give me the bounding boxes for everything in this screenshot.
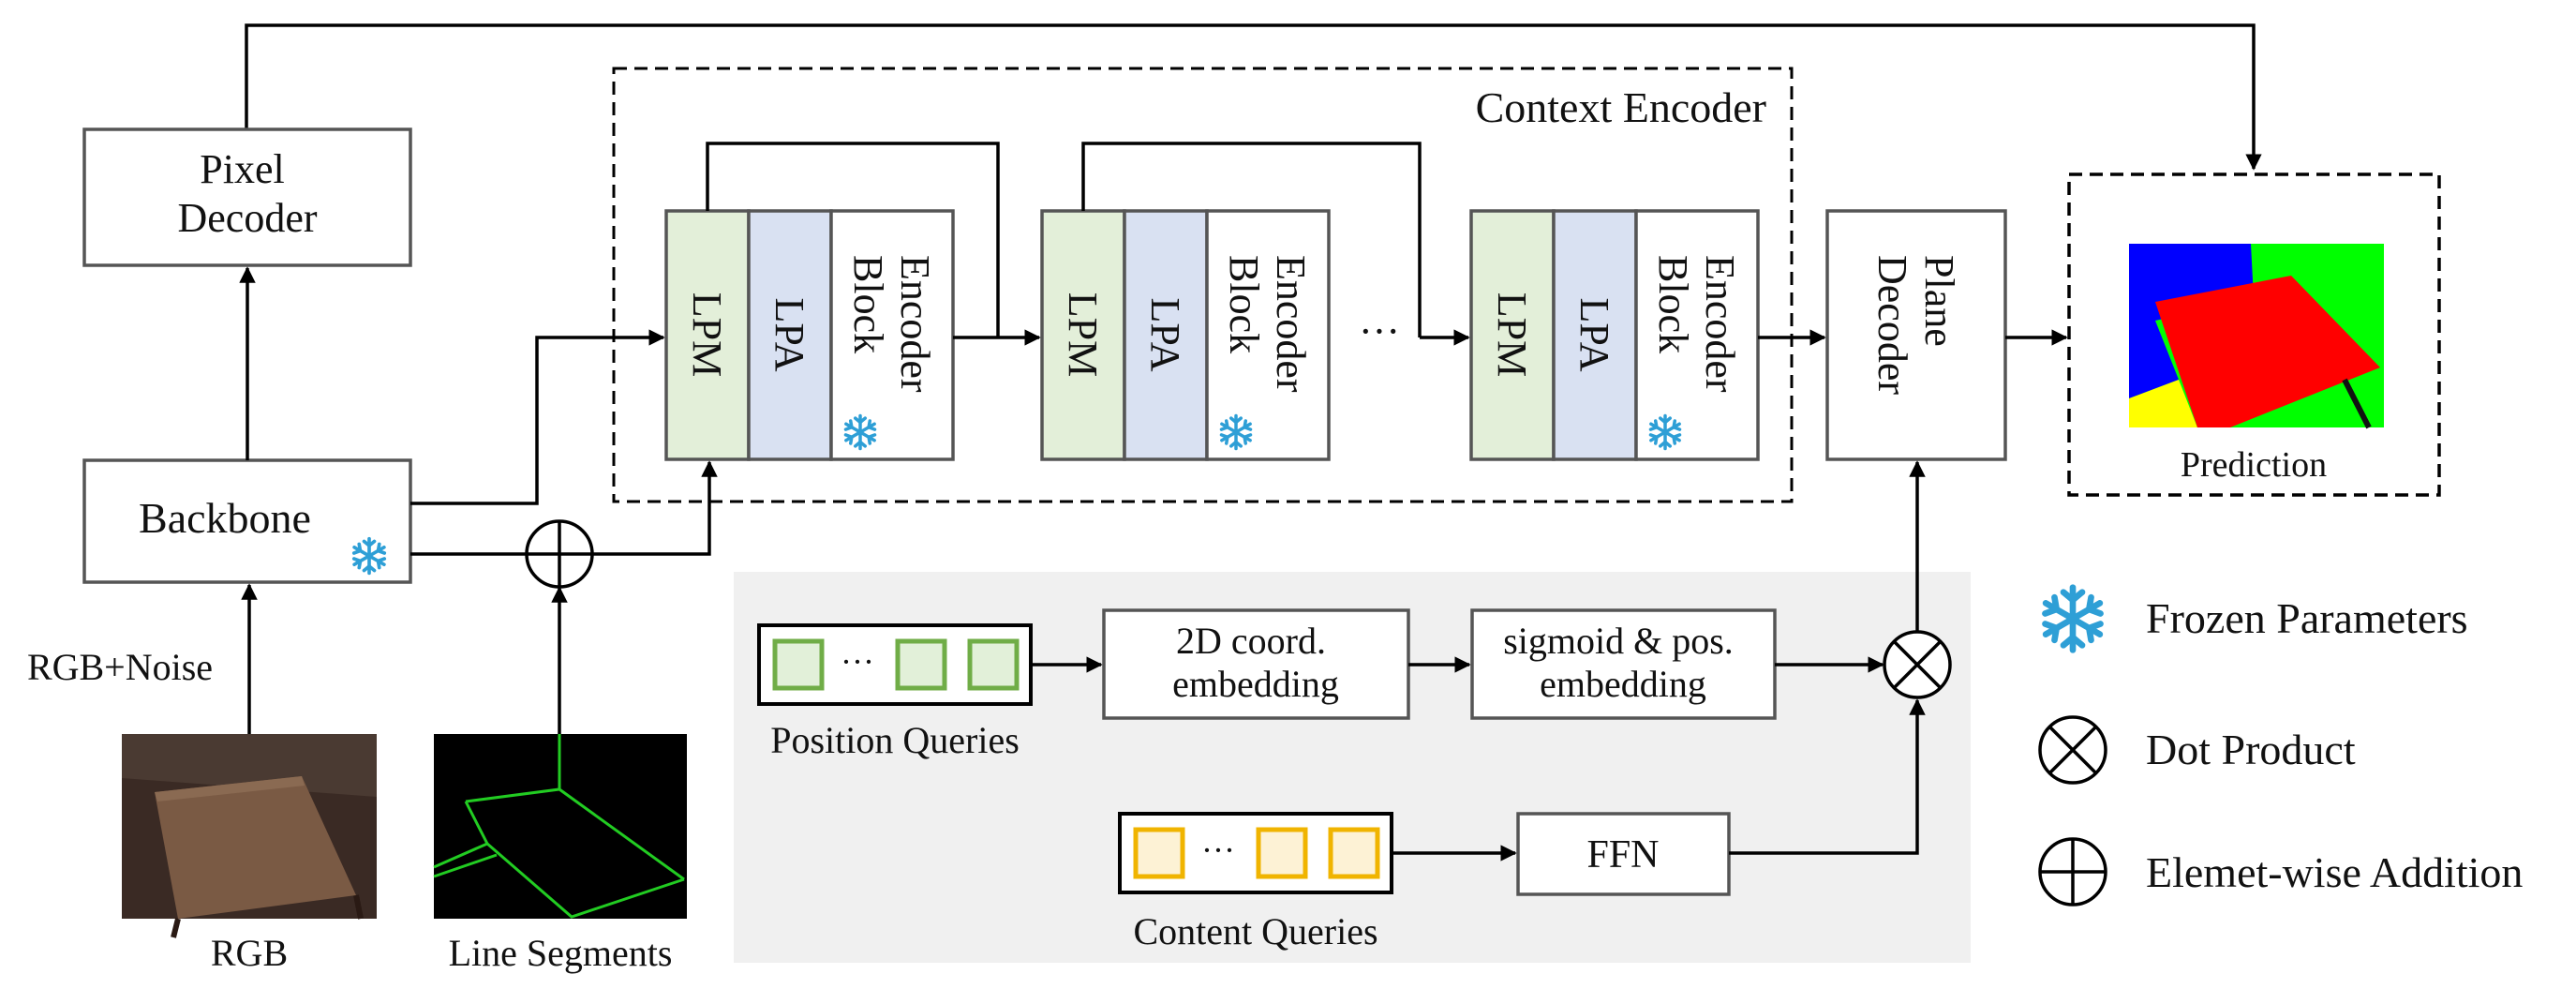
legend: Frozen Parameters Dot Product Elemet-wis… [2038, 588, 2523, 907]
position-query-token-1 [772, 638, 825, 691]
rgb-noise-label: RGB+Noise [27, 646, 213, 688]
plane-decoder-line1: Plane [1916, 255, 1962, 347]
backbone-label: Backbone [139, 494, 311, 542]
lpm-label-1: LPM [684, 292, 730, 377]
snowflake-icon [2041, 588, 2105, 651]
position-queries-label: Position Queries [770, 719, 1020, 761]
ffn-box [1516, 812, 1731, 896]
content-query-token-3 [1328, 827, 1380, 879]
encoder-block-3-line1: Encoder [1697, 255, 1743, 393]
pixel-decoder-label: Pixel Decoder [177, 146, 317, 241]
lpm-label-2: LPM [1060, 292, 1106, 377]
ffn-label: FFN [1586, 833, 1659, 877]
lpm-label-3: LPM [1489, 292, 1535, 377]
lpa-label-3: LPA [1571, 297, 1617, 371]
content-query-token-2 [1256, 827, 1308, 879]
coord-embedding-label: 2D coord. embedding [1172, 620, 1339, 705]
rgb-label: RGB [211, 932, 288, 974]
encoder-block-label-1: Encoder Block [845, 255, 938, 403]
content-queries-label: Content Queries [1133, 910, 1377, 952]
skip-connection-1 [706, 142, 1000, 337]
legend-addition-label: Elemet-wise Addition [2146, 848, 2523, 896]
encoder-dots: ··· [1359, 308, 1400, 354]
prediction-image [2129, 244, 2384, 429]
encoder-group-3: LPM LPA Encoder Block [1469, 209, 1760, 461]
pixel-decoder-box [82, 127, 412, 267]
legend-dot-product-label: Dot Product [2146, 726, 2356, 773]
position-query-token-3 [967, 638, 1020, 691]
coord-embedding-line2: embedding [1172, 663, 1339, 705]
lpa-label-2: LPA [1142, 297, 1188, 371]
encoder-block-2-line1: Encoder [1268, 255, 1314, 393]
encoder-block-1-line1: Encoder [892, 255, 938, 393]
plane-decoder-line2: Decoder [1869, 255, 1915, 395]
addition-op-icon [525, 519, 594, 589]
content-queries: ··· [1118, 812, 1393, 894]
rgb-image [122, 734, 377, 938]
coord-embedding-line1: 2D coord. [1176, 620, 1326, 662]
lpa-box-3 [1552, 209, 1638, 461]
encoder-group-1: LPM LPA Encoder Block [664, 209, 955, 461]
circled-times-icon [2038, 715, 2107, 785]
lpa-box-1 [747, 209, 833, 461]
encoder-block-box-2 [1205, 209, 1331, 461]
position-queries: ··· [757, 623, 1033, 706]
sigmoid-embedding-line1: sigmoid & pos. [1503, 620, 1734, 662]
pixel-decoder-line1: Pixel [200, 146, 284, 192]
position-query-ellipsis: ··· [841, 643, 874, 681]
encoder-block-2-line2: Block [1221, 255, 1267, 353]
content-query-token-1 [1133, 827, 1185, 879]
prediction-label: Prediction [2181, 445, 2327, 485]
dot-product-op-icon [1883, 630, 1952, 699]
plane-decoder-label: Plane Decoder [1869, 255, 1962, 395]
context-encoder-region [612, 67, 1794, 503]
encoder-group-2: LPM LPA Encoder Block [1040, 209, 1331, 461]
lpm-box-3 [1469, 209, 1556, 461]
coord-embedding-box [1102, 608, 1410, 720]
line-segments-label: Line Segments [449, 932, 673, 974]
encoder-block-label-2: Encoder Block [1221, 255, 1314, 403]
lpa-label-1: LPA [767, 297, 812, 371]
legend-frozen-label: Frozen Parameters [2146, 594, 2468, 642]
ffn-to-dot-arrow [1729, 698, 1926, 855]
skip-connection-2 [1081, 142, 1422, 337]
plane-decoder-box [1825, 209, 2007, 461]
prediction-region [2067, 172, 2441, 497]
backbone-to-encoder-arrow [410, 329, 665, 505]
pixel-decoder-line2: Decoder [177, 195, 317, 241]
circled-plus-icon [2038, 837, 2107, 907]
encoder-block-box-1 [829, 209, 955, 461]
encoder-block-box-3 [1634, 209, 1760, 461]
line-segments-image [433, 734, 687, 919]
sigmoid-embedding-label: sigmoid & pos. embedding [1503, 620, 1743, 705]
add-to-lpm-arrow [592, 460, 718, 556]
position-query-token-2 [895, 638, 947, 691]
context-encoder-label: Context Encoder [1476, 83, 1766, 131]
encoder-block-label-3: Encoder Block [1650, 255, 1743, 403]
encoder-block-3-line2: Block [1650, 255, 1696, 353]
content-query-ellipsis: ··· [1201, 832, 1235, 869]
encoder-block-1-line2: Block [845, 255, 891, 353]
sigmoid-embedding-line2: embedding [1540, 663, 1706, 705]
lpa-box-2 [1123, 209, 1209, 461]
pixel-decoder-to-prediction-arrow [245, 23, 2262, 171]
